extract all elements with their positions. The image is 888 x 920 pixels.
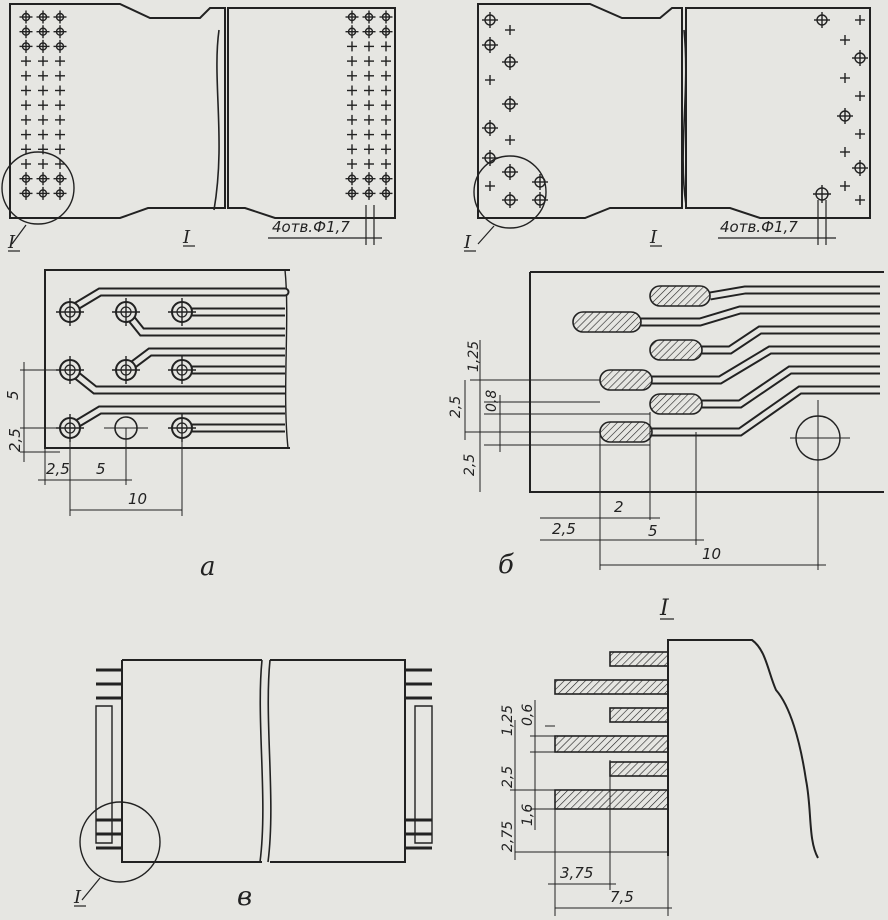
figure-a: 5 2,5 2,5 5 10 а [4,269,290,582]
detail-pins [554,651,669,810]
detail-dim-25: 2,5 [500,766,516,788]
detail-dim-06: 0,6 [520,704,536,726]
fig-b-dim-125: 1,25 [466,341,482,372]
fig-a-dim-10: 10 [128,490,147,508]
fig-a-dim-25-vertical: 2,5 [6,428,24,452]
section-roman-left: I [182,227,191,248]
fig-a-caption: а [200,552,216,582]
figure-b: 1,25 2,5 0,8 2,5 2 2,5 5 10 б [448,271,884,580]
detail-title: I [659,596,670,621]
figure-v: I в [73,659,433,912]
detail-i: I 1,25 0,6 2,5 2,75 1,6 3,75 7,5 [500,596,819,916]
top-right-board: I I 4отв.Ф1,7 [463,3,871,253]
detail-circle-left [1,151,75,225]
detail-dim-16: 1,6 [520,804,536,826]
fig-a-dim-5-vertical: 5 [4,390,22,400]
detail-dim-275: 2,75 [500,821,516,852]
callout-roman-left: I [7,232,16,253]
fig-v-pins [96,668,432,850]
fig-a-pads [56,298,196,442]
fig-b-dim-08: 0,8 [484,390,500,412]
fig-b-dim-25-lower: 2,5 [462,454,478,476]
fig-b-caption: б [498,550,514,580]
fig-b-traces [572,285,880,443]
fig-b-dim-25-upper: 2,5 [448,396,464,418]
fig-b-dim-10: 10 [702,545,721,563]
callout-roman-right: I [463,232,472,253]
fig-b-dim-25-horizontal: 2,5 [552,520,576,538]
fig-v-caption: в [237,882,252,912]
detail-dim-375: 3,75 [560,864,593,882]
fig-a-dim-25-horizontal: 2,5 [46,460,70,478]
pad-grid-right [345,10,393,200]
holes-note-right: 4отв.Ф1,7 [720,218,798,236]
fig-b-dim-2: 2 [614,498,624,516]
detail-dim-125: 1,25 [500,705,516,736]
detail-circle-right [473,155,547,229]
pad-field [482,12,868,208]
fig-v-roman: I [73,887,82,908]
top-left-board: I I 4отв.Ф1,7 [1,3,396,253]
pad-grid-left [19,10,67,200]
fig-a-dim-5-horizontal: 5 [96,460,106,478]
fig-b-dim-5: 5 [648,522,658,540]
holes-note-left: 4отв.Ф1,7 [272,218,350,236]
fig-v-detail-circle [79,801,161,883]
detail-dim-75: 7,5 [610,888,634,906]
section-roman-right: I [649,227,658,248]
